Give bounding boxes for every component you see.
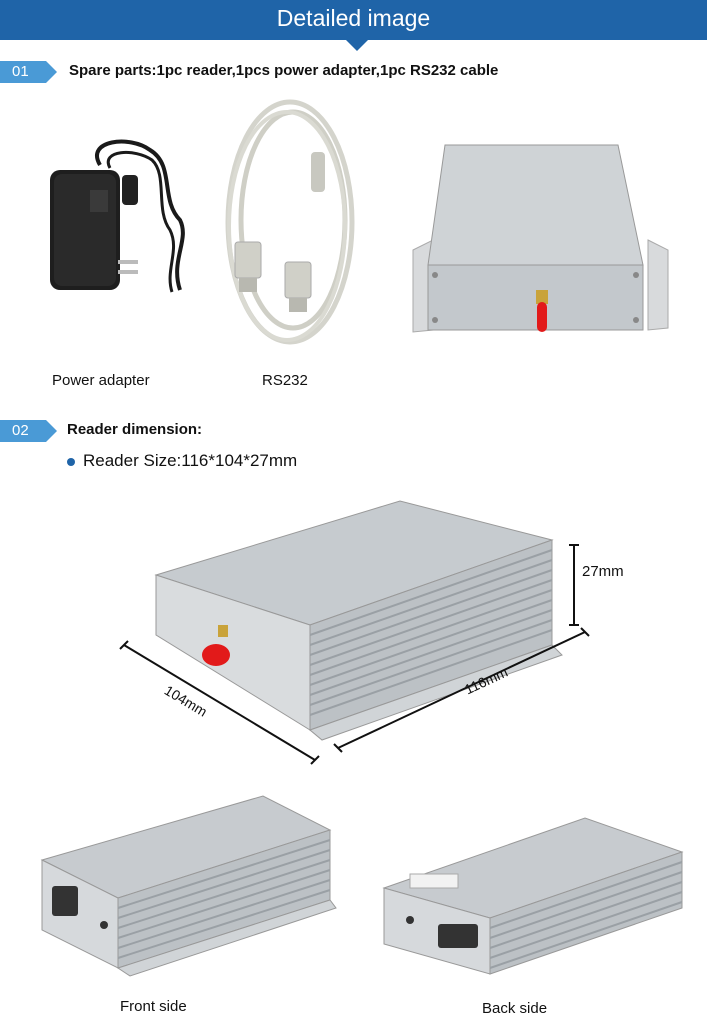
caption-power-adapter: Power adapter (52, 372, 150, 389)
caption-rs232: RS232 (262, 372, 308, 389)
reader-size-label: Reader Size: (83, 451, 182, 470)
dimension-height-label: 27mm (582, 563, 624, 580)
tag-arrow-icon (46, 61, 57, 83)
back-side-device-image (382, 817, 684, 975)
reader-device-dimension-image (154, 500, 563, 741)
rs232-cable-image (225, 99, 355, 345)
reader-device-image (412, 144, 669, 333)
header-bar (0, 0, 707, 40)
reader-size-line: Reader Size:116*104*27mm (83, 451, 297, 471)
caption-back-side: Back side (482, 1000, 548, 1017)
section-title-dimension: Reader dimension: (67, 421, 203, 438)
caption-front-side: Front side (120, 998, 187, 1015)
bullet-icon (67, 458, 75, 466)
page-title: Detailed image (276, 5, 431, 31)
section-number-02: 02 (0, 420, 46, 442)
front-side-device-image (40, 795, 337, 977)
section-number-01: 01 (0, 61, 46, 83)
power-adapter-image (50, 139, 185, 293)
tag-arrow-icon-2 (46, 420, 57, 442)
reader-size-value: 116*104*27mm (181, 451, 298, 470)
section-title-spare-parts: Spare parts:1pc reader,1pcs power adapte… (69, 62, 499, 79)
header-pointer-icon (344, 38, 370, 51)
